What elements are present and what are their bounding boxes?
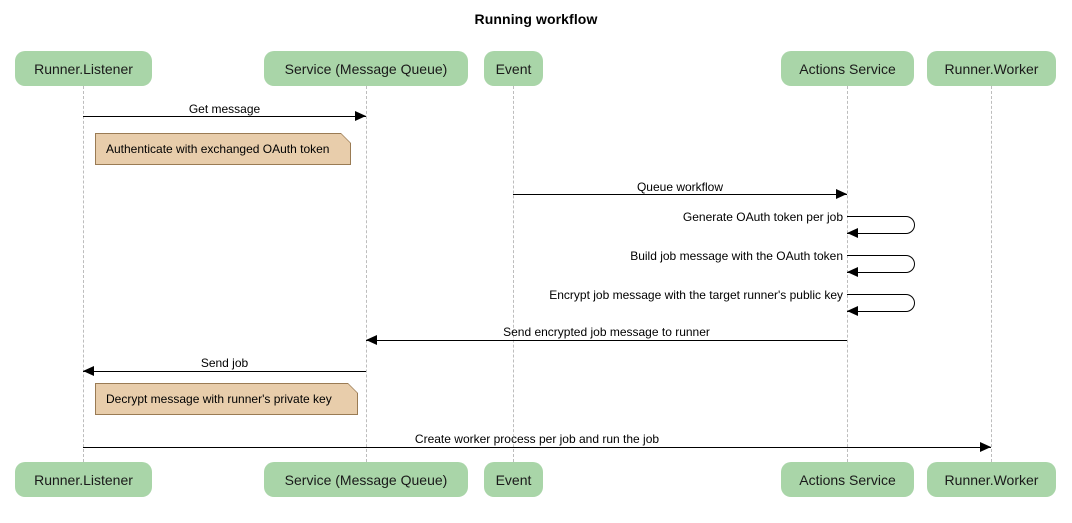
participant-runner-worker-bottom[interactable]: Runner.Worker: [927, 462, 1056, 497]
message-arrowhead-send-encrypted-job-message: [366, 335, 377, 345]
message-arrowhead-generate-oauth-token: [847, 228, 858, 238]
message-selfloop-encrypt-job-message: [847, 294, 915, 312]
lifeline-runner-listener: [83, 86, 84, 462]
message-arrowhead-create-worker-process: [980, 442, 991, 452]
participant-runner-worker-top[interactable]: Runner.Worker: [927, 51, 1056, 86]
message-arrowhead-send-job: [83, 366, 94, 376]
lifeline-event: [513, 86, 514, 462]
message-selfloop-build-job-message: [847, 255, 915, 273]
note-fold-inner-icon: [341, 133, 351, 143]
message-arrowhead-encrypt-job-message: [847, 306, 858, 316]
message-label-build-job-message: Build job message with the OAuth token: [630, 249, 843, 263]
message-selfloop-generate-oauth-token: [847, 216, 915, 234]
note-decrypt: Decrypt message with runner's private ke…: [95, 383, 358, 415]
message-arrowhead-get-message: [355, 111, 366, 121]
note-authenticate-label: Authenticate with exchanged OAuth token: [106, 142, 330, 156]
note-authenticate: Authenticate with exchanged OAuth token: [95, 133, 351, 165]
participant-actions-service-top[interactable]: Actions Service: [781, 51, 914, 86]
participant-actions-service-bottom[interactable]: Actions Service: [781, 462, 914, 497]
page-title: Running workflow: [474, 11, 598, 27]
message-label-get-message: Get message: [188, 102, 261, 116]
participant-service-message-queue-bottom[interactable]: Service (Message Queue): [264, 462, 468, 497]
message-label-send-job: Send job: [200, 356, 249, 370]
message-arrowhead-queue-workflow: [836, 189, 847, 199]
participant-event-top[interactable]: Event: [484, 51, 543, 86]
message-line-get-message: [83, 116, 366, 117]
message-line-create-worker-process: [83, 447, 991, 448]
message-line-send-job: [83, 371, 366, 372]
message-line-queue-workflow: [513, 194, 847, 195]
message-label-create-worker-process: Create worker process per job and run th…: [414, 432, 660, 446]
lifeline-runner-worker: [991, 86, 992, 462]
message-label-send-encrypted-job-message: Send encrypted job message to runner: [503, 325, 710, 339]
message-line-send-encrypted-job-message: [366, 340, 847, 341]
message-label-generate-oauth-token: Generate OAuth token per job: [682, 210, 843, 224]
participant-service-message-queue-top[interactable]: Service (Message Queue): [264, 51, 468, 86]
participant-runner-listener-top[interactable]: Runner.Listener: [15, 51, 152, 86]
lifeline-service-message-queue: [366, 86, 367, 462]
participant-runner-listener-bottom[interactable]: Runner.Listener: [15, 462, 152, 497]
message-label-queue-workflow: Queue workflow: [636, 180, 724, 194]
participant-event-bottom[interactable]: Event: [484, 462, 543, 497]
note-decrypt-label: Decrypt message with runner's private ke…: [106, 392, 332, 406]
message-arrowhead-build-job-message: [847, 267, 858, 277]
note-fold-inner-icon: [348, 383, 358, 393]
message-label-encrypt-job-message: Encrypt job message with the target runn…: [549, 288, 843, 302]
